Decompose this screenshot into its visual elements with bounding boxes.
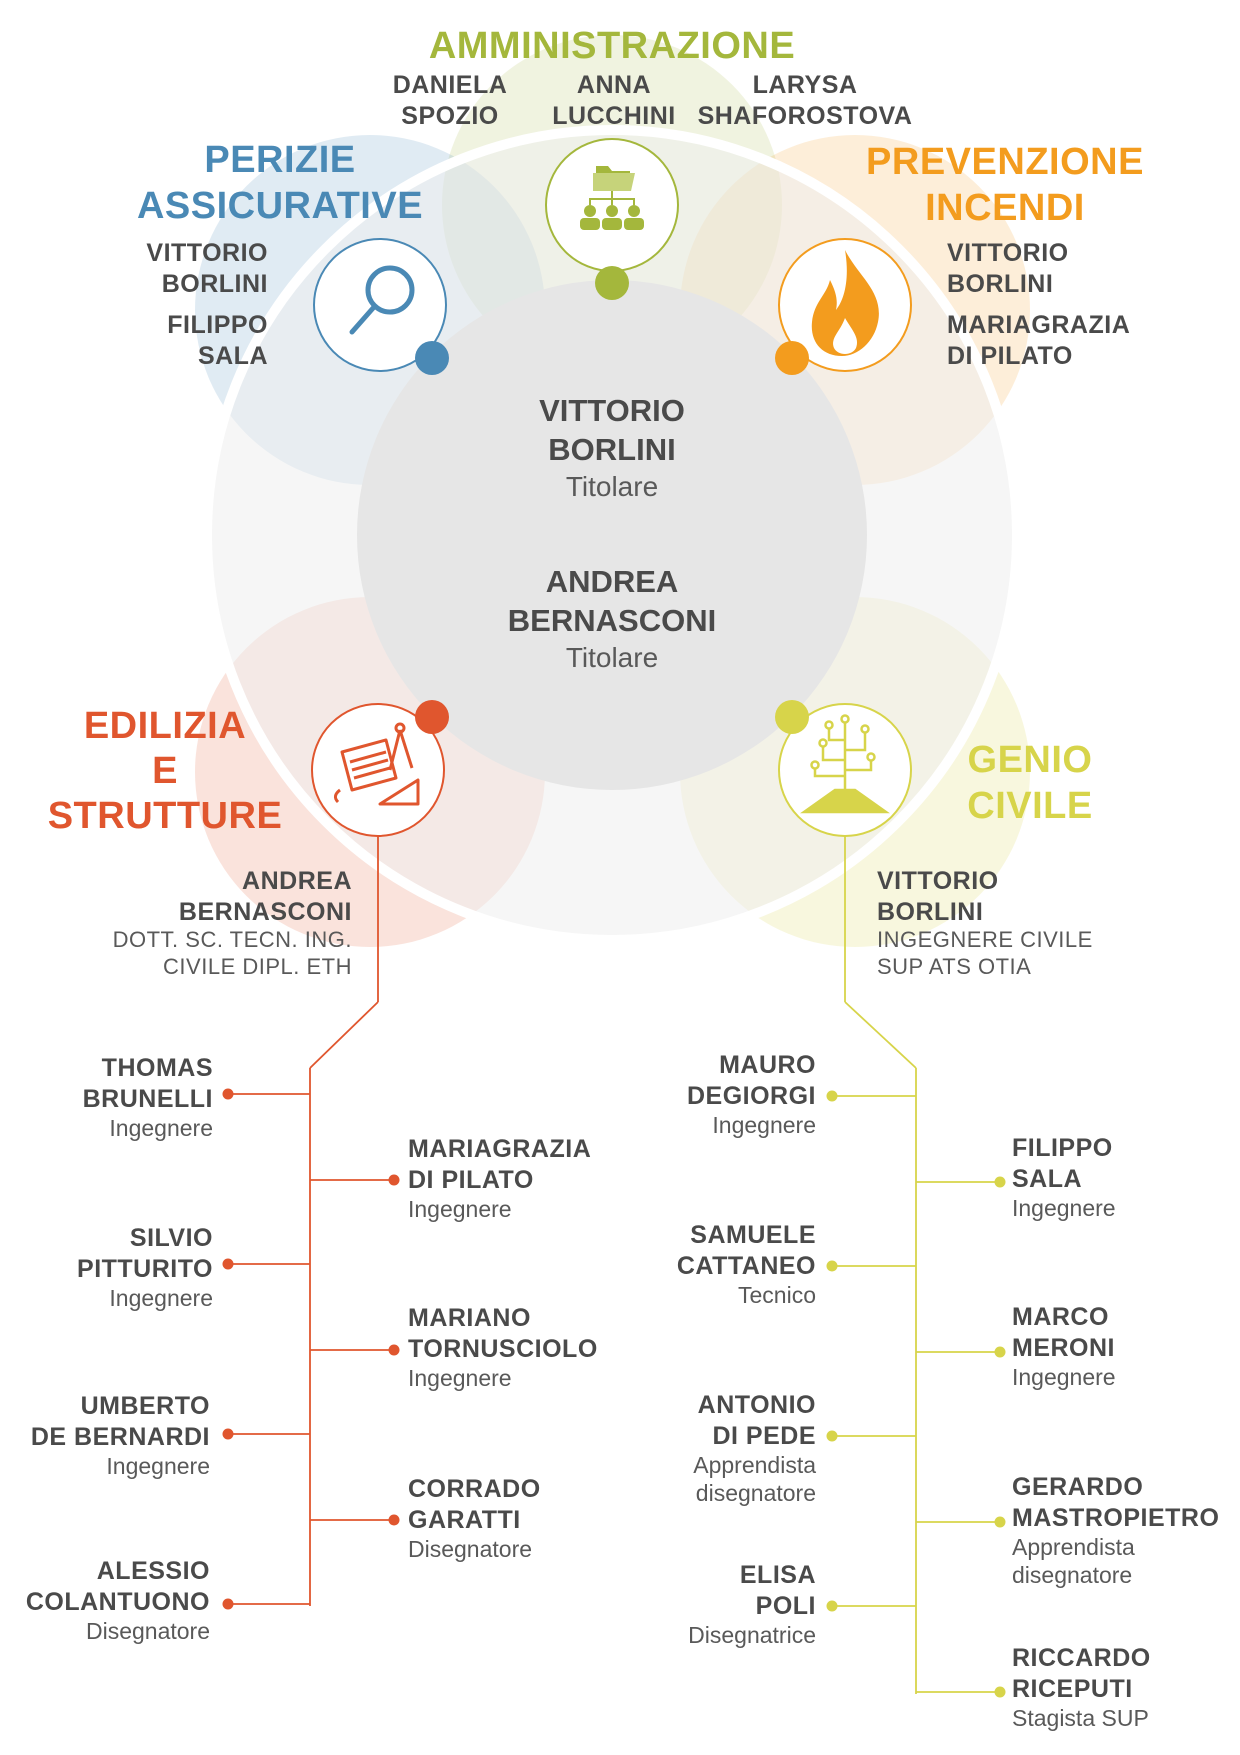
edilizia-dot bbox=[415, 700, 449, 734]
titolare-borlini: VITTORIO BORLINI Titolare bbox=[539, 393, 685, 502]
amministrazione-title: AMMINISTRAZIONE bbox=[428, 25, 796, 67]
genio-tree-lines bbox=[832, 836, 998, 1694]
edilizia-tree-lines bbox=[228, 836, 392, 1606]
genio-dot bbox=[775, 700, 809, 734]
magnifier-icon bbox=[349, 265, 415, 335]
genio-head: VITTORIO BORLINI INGEGNERE CIVILE SUP AT… bbox=[877, 867, 1093, 979]
genio-tree-dots bbox=[826, 1090, 1006, 1698]
circuit-tree-icon bbox=[800, 714, 890, 814]
perizie-dot bbox=[415, 341, 449, 375]
flame-icon bbox=[811, 250, 879, 356]
perizie-icon-circle bbox=[313, 238, 447, 372]
prevenzione-dot bbox=[775, 341, 809, 375]
amministrazione-dot bbox=[595, 266, 629, 300]
edilizia-head: ANDREA BERNASCONI DOTT. SC. TECN. ING. C… bbox=[112, 867, 352, 979]
folder-hierarchy-icon bbox=[580, 166, 644, 230]
edilizia-tree-dots bbox=[222, 1088, 400, 1610]
center-circle bbox=[357, 280, 867, 790]
blueprint-tools-icon bbox=[333, 722, 420, 806]
titolare-bernasconi: ANDREA BERNASCONI Titolare bbox=[507, 564, 717, 673]
